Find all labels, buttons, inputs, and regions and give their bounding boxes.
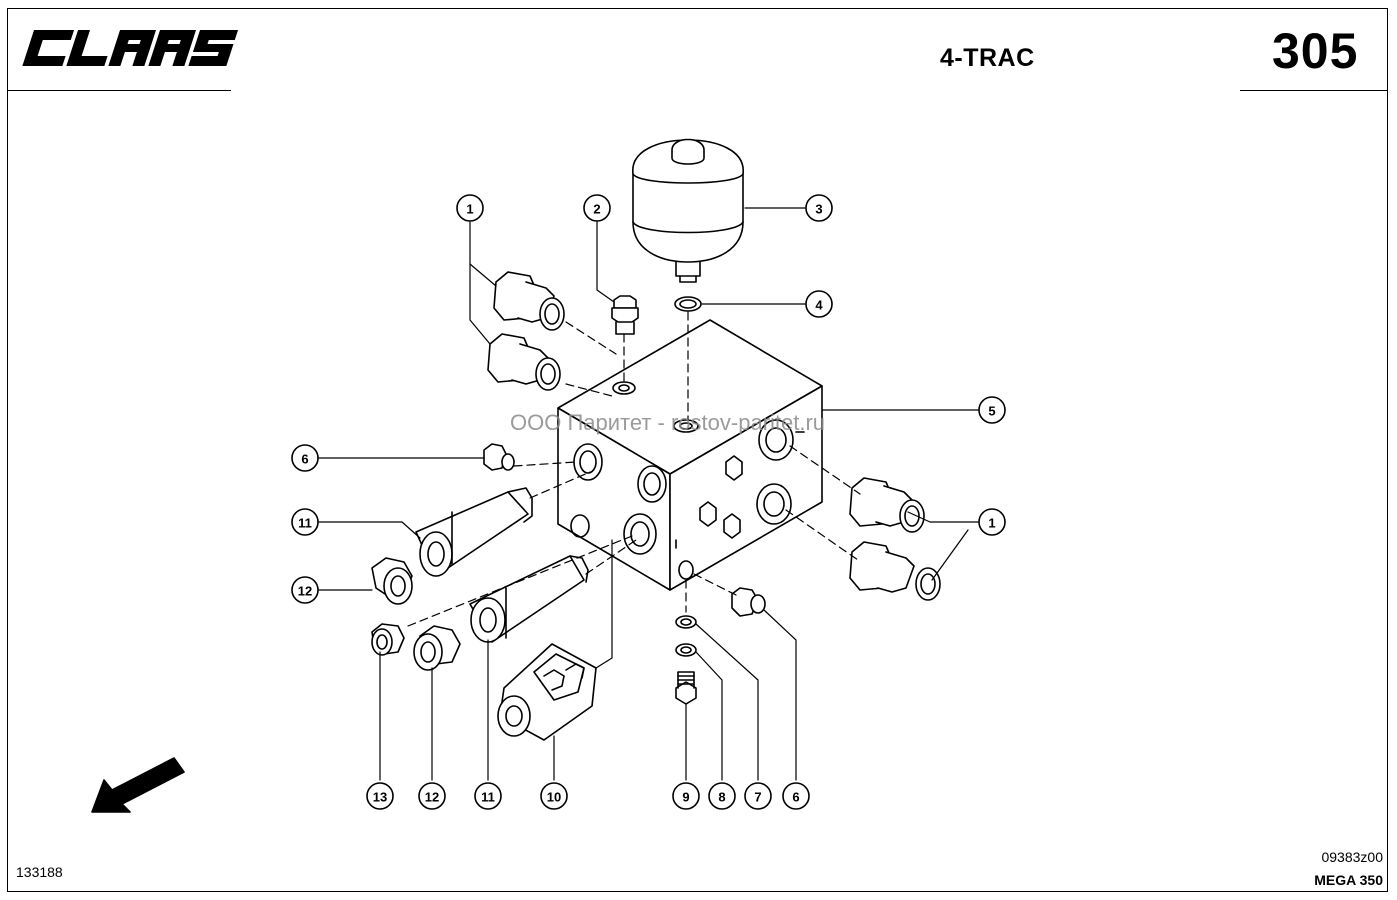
callout-label: 2 [593,202,600,217]
callout-label: 9 [682,790,689,805]
callout-circle [978,508,1006,536]
page-title: 4-TRAC [940,44,1035,72]
callout-circle [291,444,319,472]
callout-c6b: 6 [782,782,810,810]
callout-circle [540,782,568,810]
callout-c1a: 1 [456,194,484,222]
small-fitting-right [731,587,766,617]
document-id: 133188 [16,864,63,880]
valve-cartridge-upper [415,487,533,577]
callout-circle [805,194,833,222]
callout-c4: 4 [805,290,833,318]
callout-c2: 2 [583,194,611,222]
callout-c9: 9 [672,782,700,810]
model-name: MEGA 350 [1314,872,1383,888]
callout-circle [583,194,611,222]
callout-label: 5 [988,404,995,419]
callout-label: 12 [298,584,312,599]
callout-circle [744,782,772,810]
callout-label: 10 [547,790,561,805]
callout-circle [366,782,394,810]
adapter-upper [371,557,413,605]
callout-c8: 8 [708,782,736,810]
callout-circle [291,576,319,604]
callout-label: 13 [373,790,387,805]
drawing-code: 09383z00 [1321,849,1383,865]
fitting-upper-left [487,271,565,391]
o-ring [674,296,702,312]
page-frame [7,8,1388,892]
callout-label: 11 [298,516,312,531]
callout-circle [708,782,736,810]
callout-circle [456,194,484,222]
watermark-text: ООО Паритет - rostov-paritet.ru [510,410,826,435]
callout-label: 6 [792,790,799,805]
callout-label: 1 [988,516,995,531]
callout-label: 3 [815,202,822,217]
callout-circle [805,290,833,318]
callout-label: 6 [301,452,308,467]
claas-logo-mark [22,30,238,66]
callout-circle [672,782,700,810]
callout-c12b: 12 [418,782,446,810]
valve-block [557,319,823,591]
callout-c1b: 1 [978,508,1006,536]
callout-c12a: 12 [291,576,319,604]
callout-circle [782,782,810,810]
page-number: 305 [1272,23,1359,79]
callout-c5: 5 [978,396,1006,424]
accumulator [632,138,744,283]
claas-logo [18,24,238,72]
callout-label: 11 [481,790,495,805]
callout-c11b: 11 [474,782,502,810]
callout-circle [474,782,502,810]
adapters-lower [371,623,461,671]
callout-c11a: 11 [291,508,319,536]
logo-underline [7,90,231,91]
callout-label: 12 [425,790,439,805]
assembly-lines [407,311,861,627]
plug-nipple [611,295,639,335]
callout-c10: 10 [540,782,568,810]
callout-label: 4 [815,298,823,313]
washers-and-screw [675,615,697,705]
callout-circle [418,782,446,810]
valve-cartridge-lower [469,555,589,643]
small-fitting-left [483,443,515,471]
callout-circle [291,508,319,536]
page-number-underline [1240,90,1388,91]
callout-c3: 3 [805,194,833,222]
callout-label: 1 [466,202,473,217]
callout-c6a: 6 [291,444,319,472]
leader-lines [317,207,979,781]
direction-arrow [91,757,185,813]
callout-c7: 7 [744,782,772,810]
fitting-right [849,477,941,601]
callout-circle [978,396,1006,424]
solenoid-coil [497,643,597,741]
callout-label: 7 [754,790,761,805]
callout-c13: 13 [366,782,394,810]
callout-label: 8 [718,790,725,805]
